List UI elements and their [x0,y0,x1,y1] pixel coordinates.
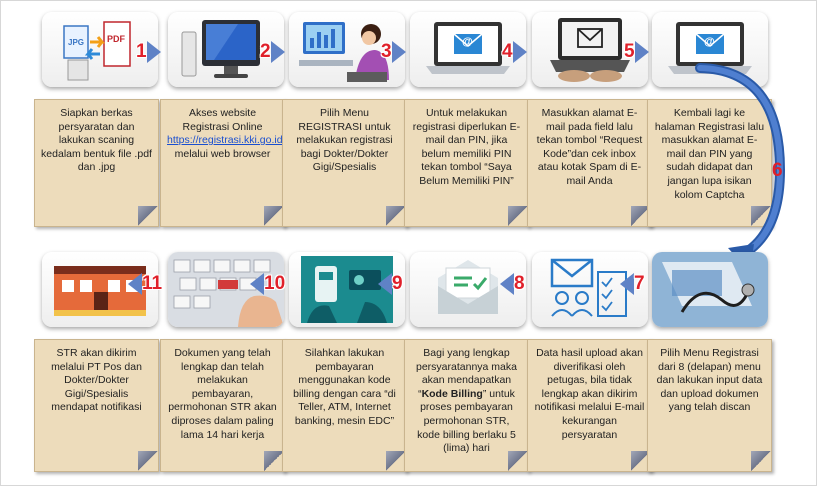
step-number: 7 [634,273,645,294]
step-text: Kembali lagi ke halaman Registrasi lalu … [654,107,765,201]
step-note-7: Pilih Menu Registrasi dari 8 (delapan) m… [647,339,772,472]
step-number: 4 [502,41,513,62]
person-at-computer-icon [289,12,405,87]
step-note-4: Untuk melakukan registrasi diperlukan E-… [404,99,529,227]
step-arrow-11: 11 [128,273,162,295]
step-text: Untuk melakukan registrasi diperlukan E-… [412,107,521,187]
step-note-10: Silahkan lakukan pembayaran menggunakan … [282,339,407,472]
step-text: Pilih Menu REGISTRASI untuk melakukan re… [296,107,393,174]
pdf-jpg-files-icon: JPG PDF [42,12,158,87]
step-number: 5 [624,41,635,62]
step-number: 9 [392,273,403,294]
svg-text:PDF: PDF [107,34,126,44]
step-note-11: Dokumen yang telah lengkap dan telah mel… [160,339,285,472]
svg-text:JPG: JPG [68,38,84,47]
step-text: Pilih Menu Registrasi dari 8 (delapan) m… [656,347,763,414]
page-curl [508,451,528,471]
step-text: Siapkan berkas persyaratan dan lakukan s… [41,107,152,174]
step-note-2: Akses website Registrasi Online https://… [160,99,285,227]
step-number: 2 [260,41,271,62]
step-text: Data hasil upload akan diverifikasi oleh… [534,347,645,441]
step-note-9: Bagi yang lengkap persyaratannya maka ak… [404,339,529,472]
step-text: STR akan dikirim melalui PT Pos dan Dokt… [51,347,142,414]
payment-hands-icon [289,252,405,327]
step-arrow-7: 7 [620,273,645,295]
step-arrow-5: 5 [624,41,649,63]
step-text-pre: Akses website Registrasi Online [182,107,263,133]
stethoscope-laptop-icon [652,252,768,327]
svg-text:@: @ [462,36,473,48]
page-curl [138,451,158,471]
step-text-pre: Bagi yang lengkap persyaratannya maka ak… [416,347,517,400]
page-curl [508,206,528,226]
page-curl [386,451,406,471]
page-curl [264,451,284,471]
step-arrow-10: 10 [250,273,285,295]
step-note-8: Data hasil upload akan diverifikasi oleh… [527,339,652,472]
step-text: Bagi yang lengkap persyaratannya maka ak… [405,340,528,456]
page-curl [631,206,651,226]
step-text: Akses website Registrasi Online https://… [161,100,284,161]
page-curl [386,206,406,226]
laptop-envelope-icon [532,12,648,87]
step-arrow-2: 2 [260,41,285,63]
step-number: 11 [142,273,163,294]
step-note-3: Pilih Menu REGISTRASI untuk melakukan re… [282,99,407,227]
step-text-post: ” untuk proses pembayaran permohonan STR… [417,387,516,455]
step-text: Masukkan alamat E-mail pada field lalu t… [536,107,643,187]
svg-text:@: @ [704,36,715,48]
step-text: Dokumen yang telah lengkap dan telah mel… [168,347,277,441]
step-note-6: Kembali lagi ke halaman Registrasi lalu … [647,99,772,227]
step-arrow-3: 3 [381,41,406,63]
keyboard-typing-icon [168,252,284,327]
step-number: 3 [381,41,392,62]
step-note-12: STR akan dikirim melalui PT Pos dan Dokt… [34,339,159,472]
billing-code-term: Kode Billing [421,387,483,400]
step-note-1: Siapkan berkas persyaratan dan lakukan s… [34,99,159,227]
step-number: 8 [514,273,525,294]
step-number: 6 [772,160,783,181]
laptop-email-icon: @ [410,12,526,87]
step-arrow-1: 1 [136,41,161,63]
computer-monitor-icon [168,12,284,87]
step-text: Silahkan lakukan pembayaran menggunakan … [293,347,396,427]
page-curl [264,206,284,226]
step-note-5: Masukkan alamat E-mail pada field lalu t… [527,99,652,227]
step-arrow-4: 4 [502,41,527,63]
step-arrow-8: 8 [500,273,525,295]
step-number: 10 [264,273,286,294]
step-arrow-9: 9 [378,273,403,295]
page-curl [138,206,158,226]
step-number: 1 [136,41,147,62]
page-curl [751,451,771,471]
step-text-post: melalui web browser [174,147,271,160]
page-curl [631,451,651,471]
registration-link[interactable]: https://registrasi.kki.go.id [167,134,283,147]
